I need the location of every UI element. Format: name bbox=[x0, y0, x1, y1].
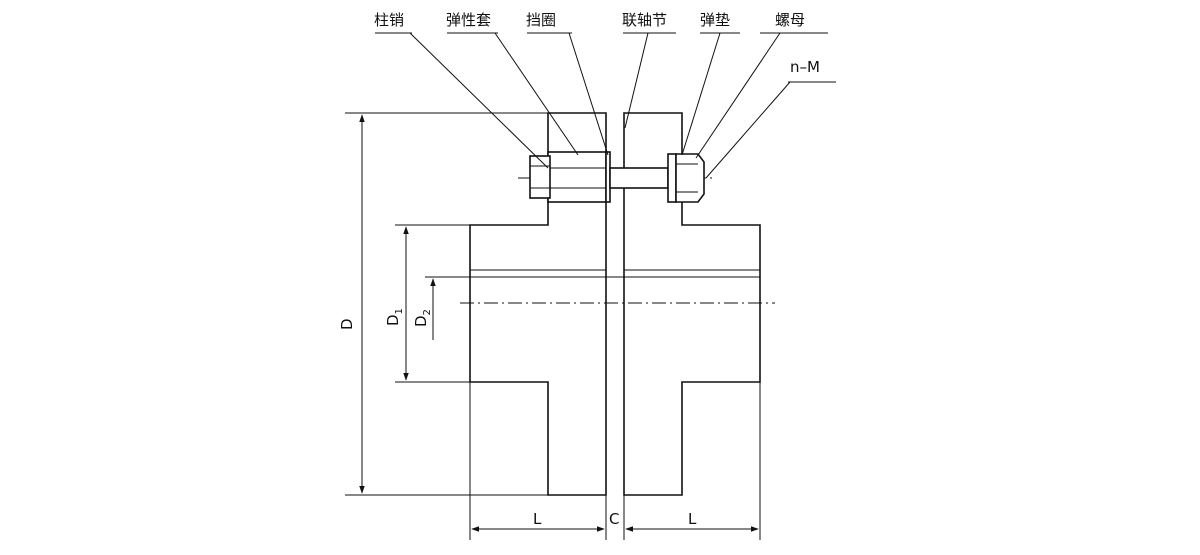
leader-lines bbox=[375, 32, 836, 179]
elastic-sleeve-shape bbox=[547, 151, 607, 203]
dimension-label-l-left: L bbox=[533, 510, 542, 528]
nut-shape bbox=[675, 153, 705, 203]
label-thread-spec: n–M bbox=[790, 58, 820, 76]
dimension-label-d: D bbox=[338, 318, 356, 330]
dimension-label-d2: D2 bbox=[412, 309, 433, 327]
spring-washer-shape bbox=[667, 153, 677, 203]
dimension-label-d1: D1 bbox=[384, 308, 405, 326]
bore-outline bbox=[470, 269, 760, 278]
dimension-label-c: C bbox=[609, 510, 619, 528]
label-elastic-sleeve: 弹性套 bbox=[446, 11, 491, 29]
dimension-label-l-right: L bbox=[688, 510, 697, 528]
label-pin: 柱销 bbox=[374, 11, 404, 29]
label-nut: 螺母 bbox=[775, 11, 805, 29]
label-retaining-ring: 挡圈 bbox=[526, 11, 556, 29]
label-spring-washer: 弹垫 bbox=[700, 11, 730, 29]
left-coupling-half bbox=[469, 112, 607, 496]
pin-head bbox=[529, 155, 551, 199]
label-coupling-half: 联轴节 bbox=[622, 11, 667, 29]
pin-shaft bbox=[609, 167, 669, 189]
pin-assembly bbox=[529, 151, 705, 203]
